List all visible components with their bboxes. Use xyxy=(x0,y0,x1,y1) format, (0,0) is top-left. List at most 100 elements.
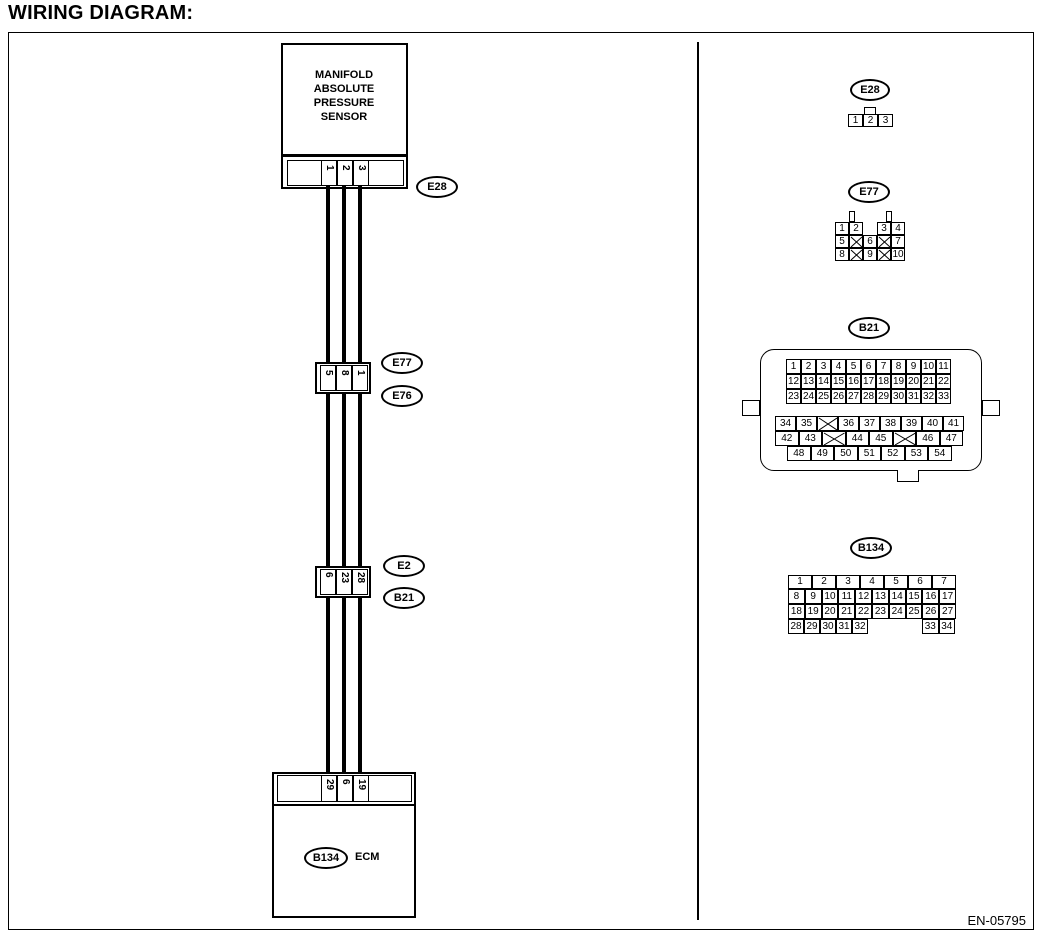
b21-pin-44: 44 xyxy=(845,431,869,446)
b21-tag: B21 xyxy=(383,587,425,609)
e2-pin-6: 6 xyxy=(323,572,334,578)
e28-pin-cell xyxy=(337,160,353,186)
b21-view-tag: B21 xyxy=(848,317,890,339)
e28-view-pin-1: 1 xyxy=(848,114,863,127)
e77-pin-5: 5 xyxy=(835,235,849,248)
b21-pin-49: 49 xyxy=(810,446,834,461)
b21-pin-53: 53 xyxy=(904,446,928,461)
b21-pin-24: 24 xyxy=(801,389,816,404)
b134-pin-7: 7 xyxy=(932,575,956,589)
b21-pin-37: 37 xyxy=(859,416,880,431)
e77-key-tab xyxy=(849,211,855,222)
e77-pin-5: 5 xyxy=(323,370,334,376)
b21-pin-43: 43 xyxy=(798,431,822,446)
ecm-pin-29: 29 xyxy=(324,779,335,791)
b21-pin-10: 10 xyxy=(921,359,936,374)
b134-pin-10: 10 xyxy=(821,589,839,604)
b21-pin-41: 41 xyxy=(943,416,964,431)
b21-pin-52: 52 xyxy=(881,446,905,461)
b134-pin-9: 9 xyxy=(804,589,822,604)
b21-pin-5: 5 xyxy=(846,359,861,374)
b21-pin-9: 9 xyxy=(906,359,921,374)
b21-pin-12: 12 xyxy=(786,374,801,389)
b134-pin-1: 1 xyxy=(788,575,812,589)
e77-pin-9: 9 xyxy=(863,248,877,261)
ecm-label: ECM xyxy=(355,851,380,863)
e77-pin-cell xyxy=(320,365,336,391)
b134-pin-34: 34 xyxy=(938,619,955,634)
e77-view-tag: E77 xyxy=(848,181,890,203)
b21-pin-13: 13 xyxy=(801,374,816,389)
blank-pin-cell xyxy=(892,431,916,446)
b134-pin-15: 15 xyxy=(905,589,923,604)
blank-pin-cell xyxy=(849,248,863,261)
b134-pin-13: 13 xyxy=(872,589,889,604)
b134-pin-8: 8 xyxy=(788,589,805,604)
b21-pin-48: 48 xyxy=(787,446,811,461)
b21-pin-31: 31 xyxy=(906,389,921,404)
e2-pin-28: 28 xyxy=(355,572,366,584)
e2-pin-23: 23 xyxy=(339,572,350,584)
ecm-pin-19: 19 xyxy=(356,779,367,791)
b134-pin-3: 3 xyxy=(836,575,860,589)
blank-pin-cell xyxy=(877,235,891,248)
b134-pin-31: 31 xyxy=(836,619,852,634)
b134-pin-24: 24 xyxy=(888,604,906,619)
blank-pin-cell xyxy=(849,235,863,248)
b134-pin-22: 22 xyxy=(855,604,872,619)
b21-pin-21: 21 xyxy=(921,374,936,389)
ecm-pin-cell xyxy=(353,775,369,802)
e28-pin-1: 1 xyxy=(324,165,335,171)
b134-pin-21: 21 xyxy=(838,604,856,619)
b21-pin-27: 27 xyxy=(846,389,861,404)
b134-pin-25: 25 xyxy=(905,604,923,619)
e2-pin-cell xyxy=(320,569,336,595)
e77-pin-7: 7 xyxy=(891,235,905,248)
wire-2 xyxy=(342,186,346,776)
e77-pin-6: 6 xyxy=(863,235,877,248)
b21-pin-38: 38 xyxy=(880,416,901,431)
sensor-label-line-3: PRESSURE xyxy=(313,97,375,109)
e77-pin-cell xyxy=(336,365,352,391)
e77-pin-4: 4 xyxy=(891,222,905,235)
e28-pin-2: 2 xyxy=(340,165,351,171)
sensor-label-line-2: ABSOLUTE xyxy=(313,83,375,95)
b21-pin-29: 29 xyxy=(876,389,891,404)
e28-pin-cell xyxy=(353,160,369,186)
b134-pin-19: 19 xyxy=(804,604,822,619)
ecm-pin-6: 6 xyxy=(340,779,351,785)
e28-view-key xyxy=(864,107,876,115)
e77-key-tab xyxy=(886,211,892,222)
sensor-label-line-1: MANIFOLD xyxy=(314,69,374,81)
diagram-code: EN-05795 xyxy=(967,913,1026,928)
wire-1 xyxy=(326,186,330,776)
b134-pin-27: 27 xyxy=(939,604,956,619)
b21-pin-22: 22 xyxy=(936,374,951,389)
e77-pin-cell xyxy=(352,365,368,391)
e77-tag: E77 xyxy=(381,352,423,374)
b134-view-tag: B134 xyxy=(850,537,892,559)
ecm-pin-cell xyxy=(321,775,337,802)
b134-pin-30: 30 xyxy=(820,619,836,634)
b21-pin-7: 7 xyxy=(876,359,891,374)
e2-pin-cell xyxy=(336,569,352,595)
b134-pin-12: 12 xyxy=(855,589,872,604)
b134-pin-2: 2 xyxy=(812,575,836,589)
b21-pin-36: 36 xyxy=(838,416,859,431)
b21-pin-51: 51 xyxy=(857,446,881,461)
ecm-pin-cell xyxy=(337,775,353,802)
b21-view-latch xyxy=(897,470,919,482)
b21-pin-4: 4 xyxy=(831,359,846,374)
b134-pin-28: 28 xyxy=(788,619,804,634)
b134-pin-32: 32 xyxy=(852,619,868,634)
e77-pin-1: 1 xyxy=(835,222,849,235)
b21-pin-50: 50 xyxy=(834,446,858,461)
b21-pin-32: 32 xyxy=(921,389,936,404)
diagram-frame xyxy=(8,32,1034,930)
e77-pin-8: 8 xyxy=(835,248,849,261)
b134-pin-20: 20 xyxy=(821,604,839,619)
e77-pin-8: 8 xyxy=(339,370,350,376)
b21-pin-20: 20 xyxy=(906,374,921,389)
b21-pin-14: 14 xyxy=(816,374,831,389)
sensor-label-line-4: SENSOR xyxy=(320,111,368,123)
